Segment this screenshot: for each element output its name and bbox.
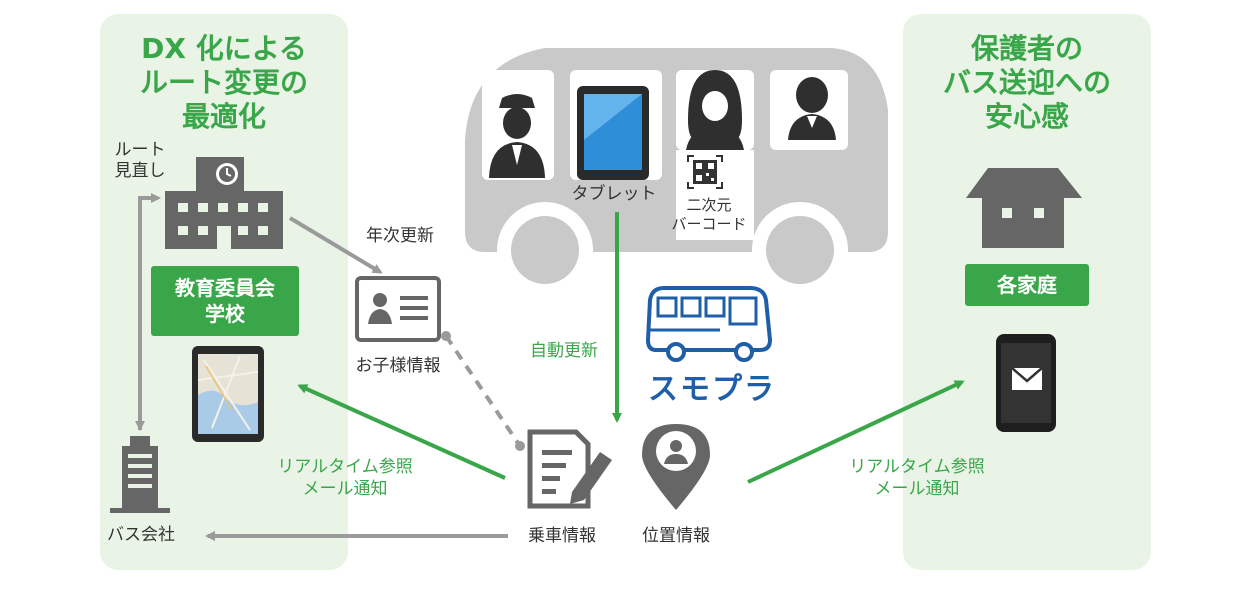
boarding-info-icon xyxy=(527,429,612,509)
smartphone-mail-icon xyxy=(996,334,1056,432)
auto-update-label: 自動更新 xyxy=(530,341,598,361)
bus-company-building-icon xyxy=(110,436,170,513)
barcode-label: 二次元 バーコード xyxy=(671,196,747,233)
student-girl-icon xyxy=(686,70,744,150)
right-panel-title: 保護者の バス送迎への 安心感 xyxy=(942,32,1111,133)
smopla-brand-label: スモプラ xyxy=(648,372,776,407)
realtime-left-label: リアルタイム参照 メール通知 xyxy=(277,457,413,499)
bus-company-label: バス会社 xyxy=(107,525,175,545)
qr-code-icon xyxy=(687,155,723,189)
location-pin-icon xyxy=(642,424,710,510)
child-info-card-icon xyxy=(355,276,441,342)
tablet-label: タブレット xyxy=(571,184,657,204)
child-info-label: お子様情報 xyxy=(355,356,441,376)
house-icon xyxy=(966,168,1082,248)
realtime-left-arrow xyxy=(297,384,506,480)
school-building-icon xyxy=(165,157,283,249)
left-panel-title: DX 化による ルート変更の 最適化 xyxy=(139,32,308,133)
yearly-update-label: 年次更新 xyxy=(366,226,434,246)
tablet-icon xyxy=(577,86,649,180)
student-boy-icon xyxy=(788,77,836,140)
yearly-update-arrow xyxy=(288,216,383,274)
smopla-bus-icon xyxy=(645,286,773,362)
location-info-label: 位置情報 xyxy=(642,526,710,546)
child-info-dashed-link xyxy=(444,334,522,448)
map-tablet-icon xyxy=(192,346,264,442)
board-of-education-box: 教育委員会 学校 xyxy=(151,266,299,336)
boarding-info-label: 乗車情報 xyxy=(528,526,596,546)
realtime-right-arrow xyxy=(747,380,965,484)
route-review-label: ルート 見直し xyxy=(114,140,166,181)
each-home-box: 各家庭 xyxy=(965,264,1089,306)
driver-icon xyxy=(489,94,545,178)
realtime-right-label: リアルタイム参照 メール通知 xyxy=(849,457,985,499)
